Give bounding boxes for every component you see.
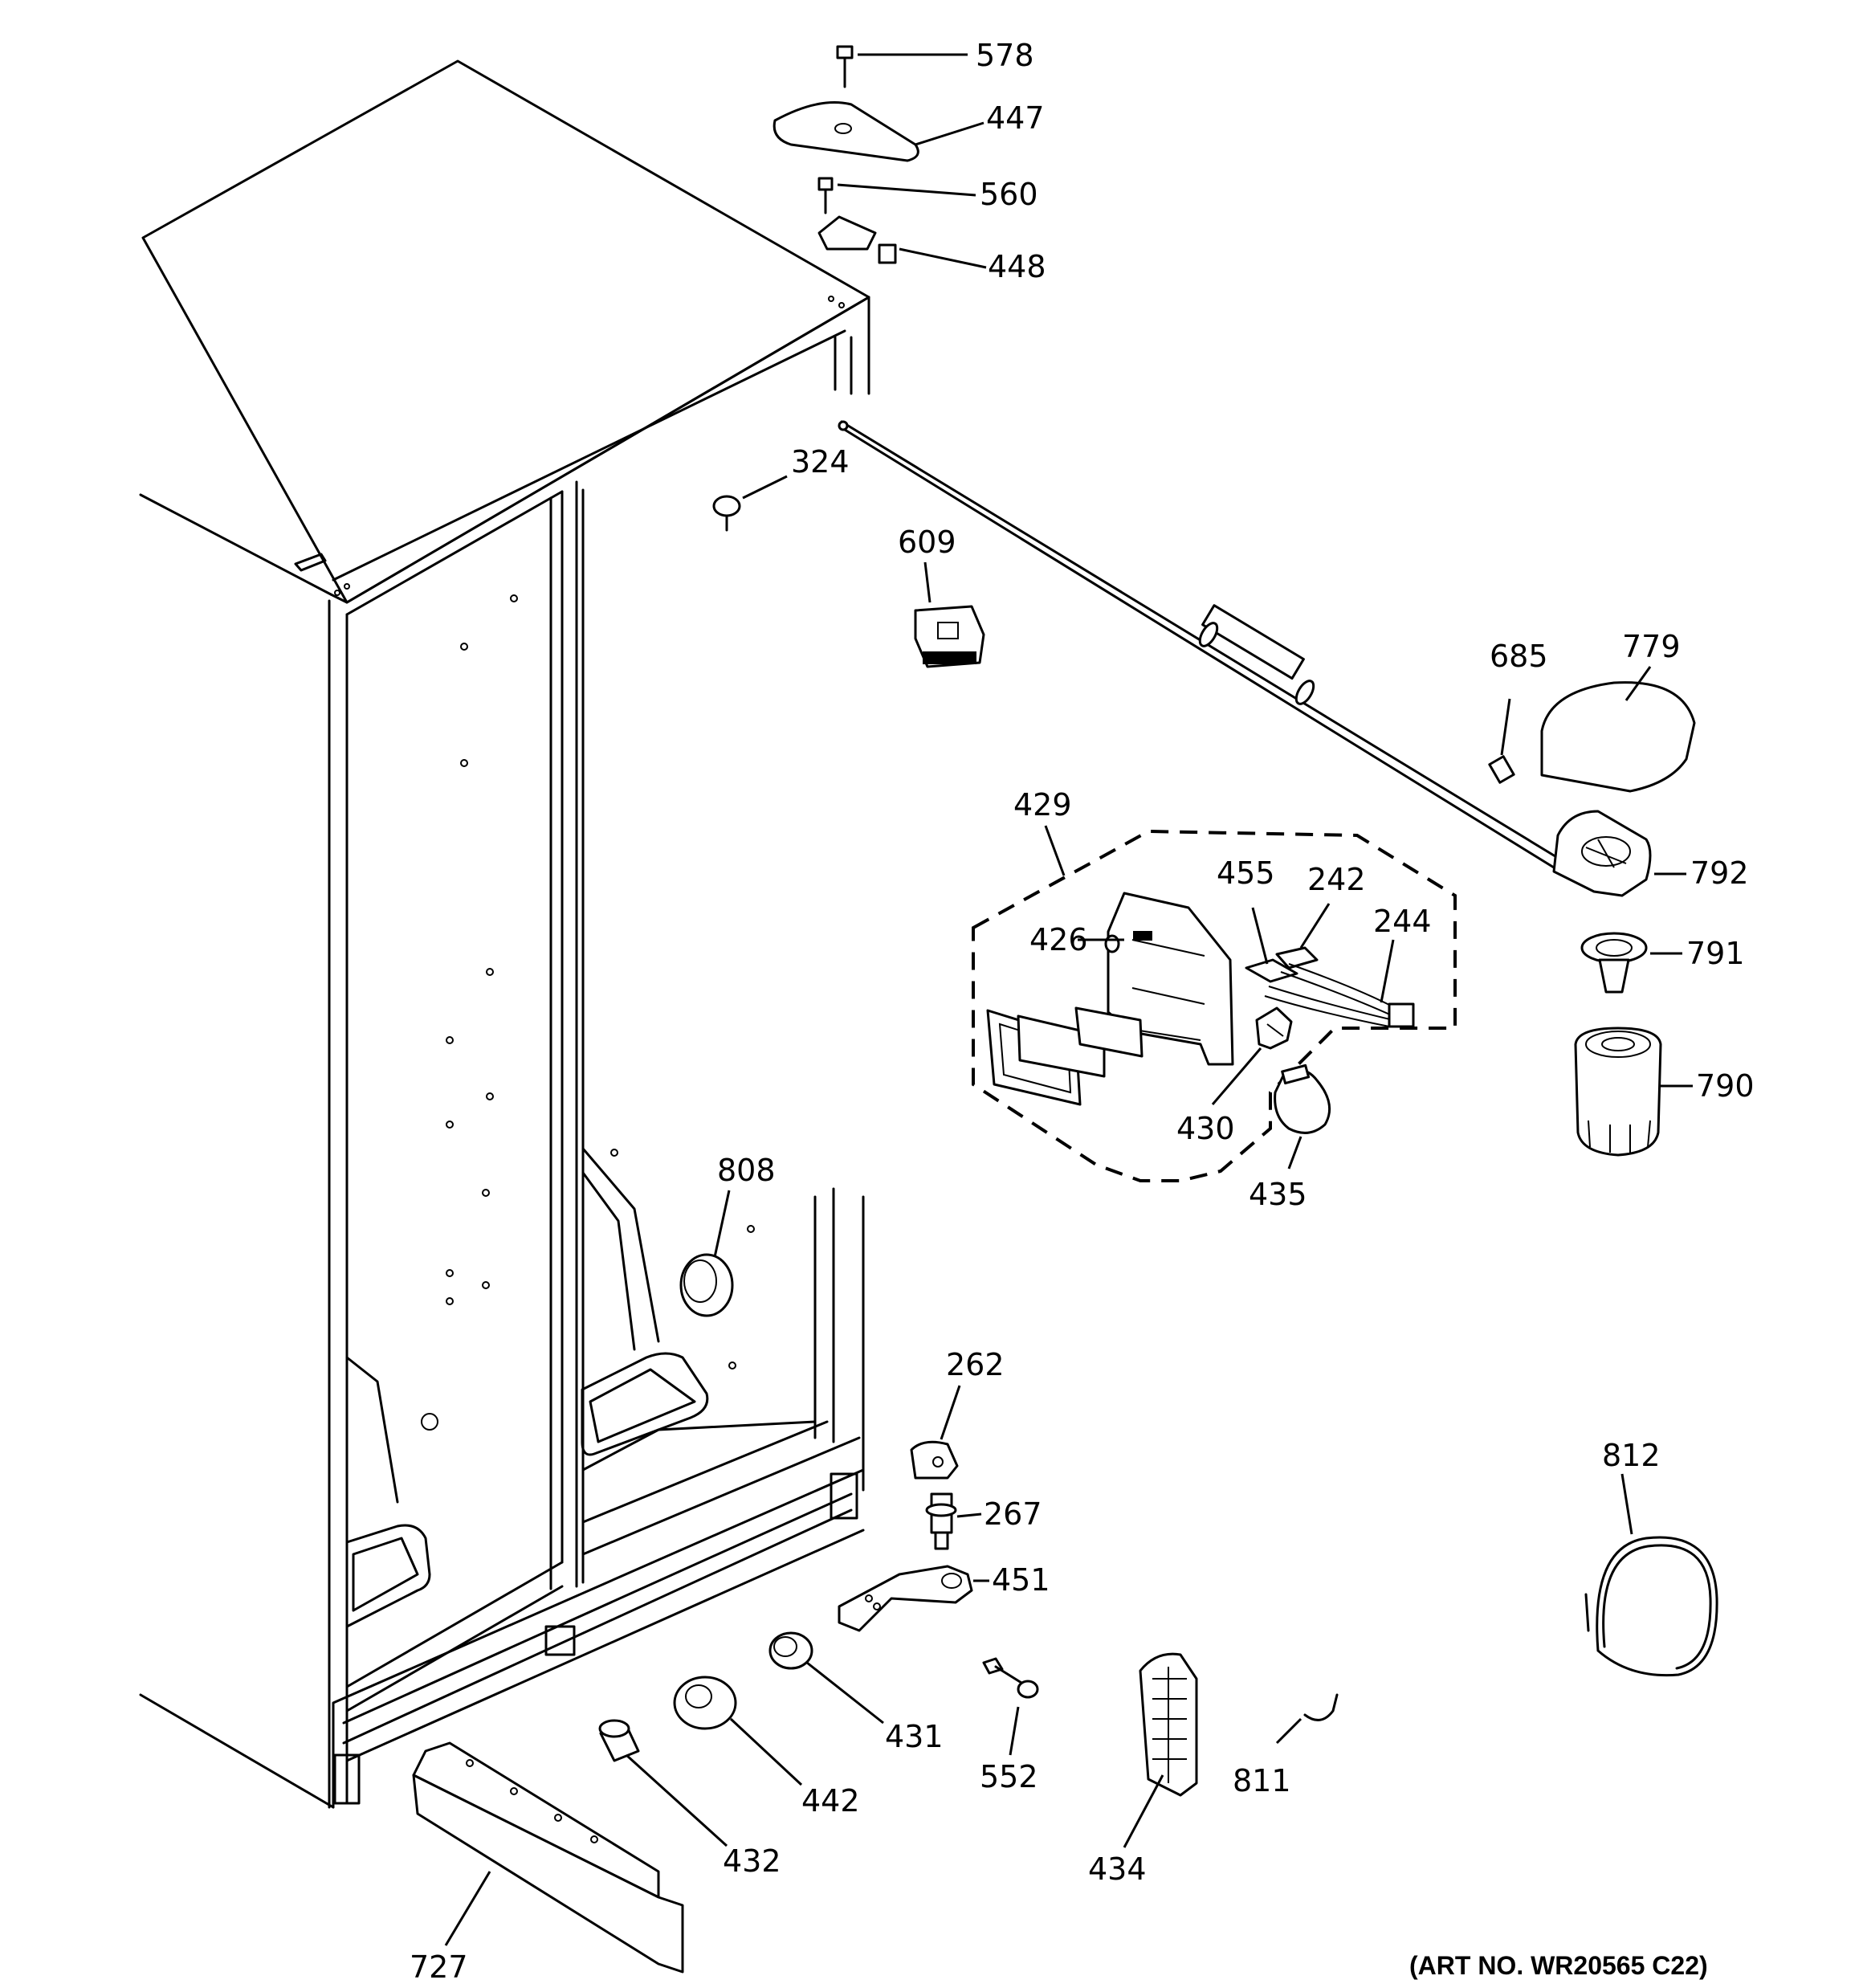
switch-609 — [914, 561, 985, 668]
cabinet-holes — [334, 296, 845, 1431]
callout-685: 685 — [1490, 639, 1548, 674]
cam-262 — [910, 1385, 961, 1480]
callout-432: 432 — [723, 1843, 781, 1879]
hinge-cover-447 — [773, 101, 984, 162]
callout-448: 448 — [988, 249, 1046, 284]
kickplate-727 — [412, 1741, 684, 1974]
callout-434: 434 — [1088, 1851, 1147, 1887]
callout-560: 560 — [980, 177, 1038, 212]
bulb-socket-791 — [1580, 932, 1682, 994]
refrigerator-cabinet — [139, 59, 870, 1809]
callout-244: 244 — [1373, 904, 1432, 939]
screw-552 — [982, 1657, 1039, 1756]
callout-455: 455 — [1217, 855, 1275, 891]
callout-791: 791 — [1686, 936, 1745, 971]
callout-812: 812 — [1602, 1438, 1661, 1473]
terminal-455 — [1245, 907, 1298, 983]
cover-779 — [1540, 666, 1696, 793]
socket-430 — [1211, 1006, 1293, 1105]
top-hinge-448 — [817, 215, 987, 269]
callout-447: 447 — [986, 100, 1045, 136]
washer-442 — [673, 1676, 803, 1786]
filter-790 — [1574, 1027, 1693, 1157]
bulb-435 — [1274, 1063, 1331, 1170]
callout-324: 324 — [791, 444, 850, 480]
callout-552: 552 — [980, 1759, 1038, 1794]
plug-808 — [679, 1190, 734, 1317]
bushing-432 — [598, 1719, 728, 1847]
callout-435: 435 — [1249, 1177, 1307, 1212]
callout-808: 808 — [717, 1153, 776, 1188]
callout-578: 578 — [976, 38, 1034, 73]
callout-779: 779 — [1622, 629, 1681, 664]
screw-685 — [1488, 698, 1515, 784]
plug-324 — [712, 475, 788, 532]
harness-242 — [1275, 903, 1331, 970]
callout-811: 811 — [1233, 1763, 1291, 1798]
light-assembly-429 — [972, 825, 1457, 1182]
callout-609: 609 — [898, 525, 956, 560]
callout-267: 267 — [984, 1496, 1042, 1532]
clip-811 — [1275, 1693, 1339, 1745]
roller-431 — [768, 1631, 884, 1725]
callout-labels: 578 447 560 448 324 609 685 779 792 791 … — [410, 38, 1755, 1985]
housing-792 — [1552, 810, 1686, 897]
callout-262: 262 — [946, 1347, 1005, 1382]
callout-451: 451 — [992, 1562, 1050, 1598]
grille-434 — [1123, 1652, 1198, 1848]
callout-429: 429 — [1013, 787, 1072, 823]
seal-812 — [1584, 1473, 1718, 1677]
art-number: (ART NO. WR20565 C22) — [1409, 1951, 1708, 1980]
callout-431: 431 — [885, 1719, 944, 1754]
callout-242: 242 — [1307, 862, 1366, 897]
callout-430: 430 — [1176, 1111, 1235, 1146]
callout-442: 442 — [801, 1783, 860, 1819]
water-tube — [838, 420, 1559, 869]
hinge-screw-560 — [817, 177, 976, 214]
callout-727: 727 — [410, 1949, 468, 1985]
pin-267 — [925, 1492, 982, 1550]
harness-244 — [1264, 939, 1415, 1028]
callout-426: 426 — [1029, 922, 1088, 957]
light-lens-frame — [986, 1006, 1143, 1106]
callout-790: 790 — [1696, 1068, 1755, 1104]
bottom-hinge-451 — [838, 1565, 989, 1632]
top-hinge-screw-578 — [836, 45, 968, 88]
callout-792: 792 — [1690, 855, 1749, 891]
